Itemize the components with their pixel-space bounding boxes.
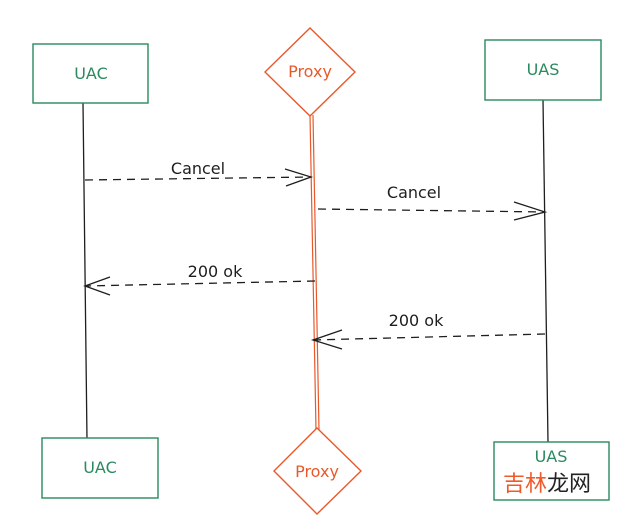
message-label: 200 ok: [188, 262, 243, 281]
uac-bottom-label: UAC: [83, 458, 117, 477]
uac-lifeline: [82, 102, 88, 441]
proxy-top-label: Proxy: [288, 62, 332, 81]
uas-bottom-label: UAS: [535, 447, 568, 466]
uac-top-box: UAC: [32, 43, 149, 104]
uas-top-box: UAS: [484, 39, 602, 101]
watermark-part1: 吉林: [503, 472, 548, 497]
proxy-bottom-label: Proxy: [295, 462, 339, 481]
uas-lifeline: [542, 99, 549, 443]
proxy-bottom-diamond: Proxy: [273, 427, 363, 515]
message-200ok-uas-proxy: 200 ok: [310, 311, 546, 350]
message-label: Cancel: [171, 159, 225, 178]
message-label: Cancel: [387, 183, 441, 202]
message-cancel-uac-proxy: Cancel: [84, 159, 314, 187]
message-label: 200 ok: [389, 311, 444, 330]
proxy-top-diamond: Proxy: [263, 27, 357, 117]
watermark-part2: 龙网: [547, 472, 592, 497]
uac-bottom-box: UAC: [41, 437, 159, 499]
message-200ok-proxy-uac: 200 ok: [83, 262, 316, 296]
message-cancel-proxy-uas: Cancel: [317, 183, 548, 221]
watermark: 吉林龙网: [503, 473, 591, 497]
uas-bottom-box: UAS: [493, 441, 610, 501]
proxy-lifeline: [309, 114, 320, 431]
uac-top-label: UAC: [74, 64, 108, 83]
uas-top-label: UAS: [527, 60, 560, 79]
